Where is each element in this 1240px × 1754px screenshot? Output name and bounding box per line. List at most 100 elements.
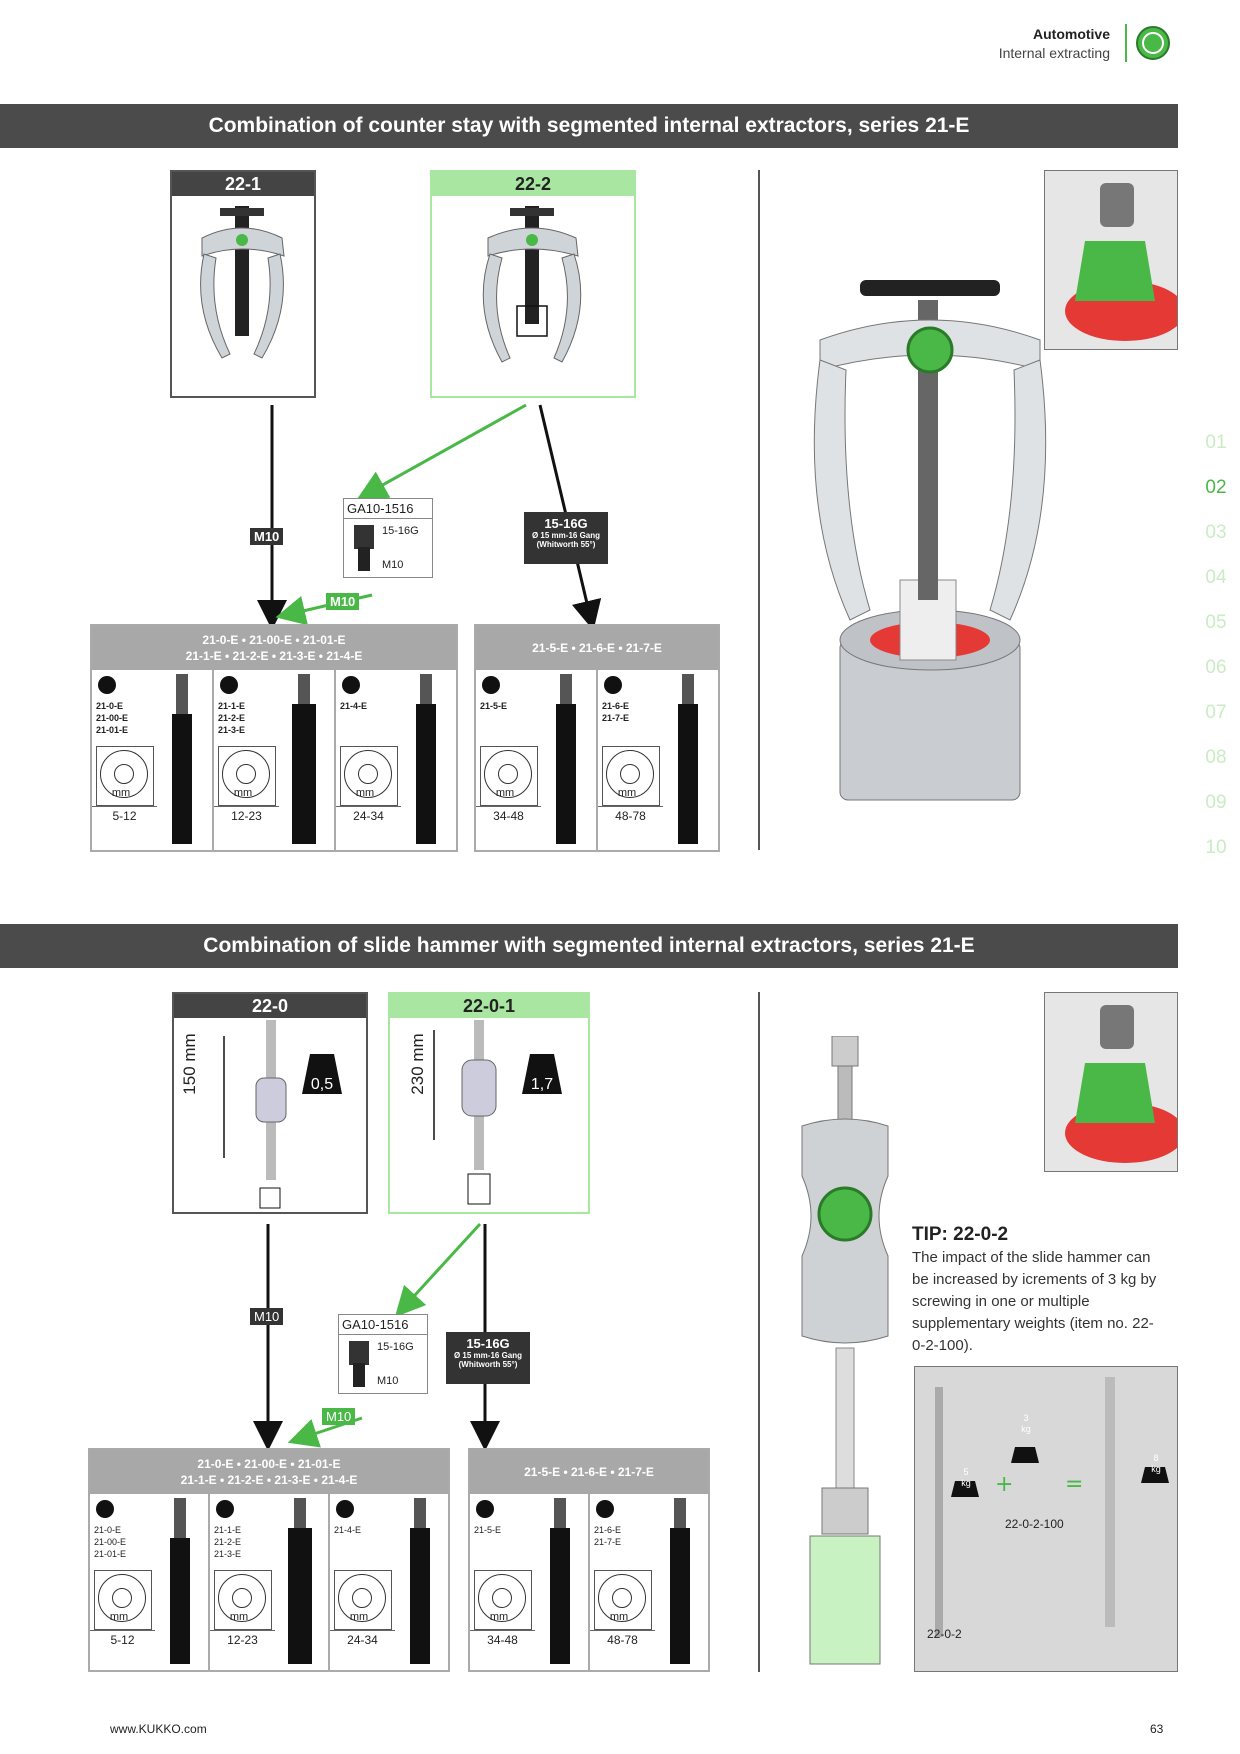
code: 21-1-E xyxy=(214,1525,242,1535)
code: 21-0-E xyxy=(96,701,124,711)
kukko-logo-icon xyxy=(1136,26,1170,60)
extractor-cell: 21-1-E 21-2-E 21-3-E mm 12-23 xyxy=(214,670,336,850)
unit: mm xyxy=(349,1611,369,1623)
weight-unit: kg xyxy=(313,1094,331,1111)
segment-4-icon xyxy=(476,1500,494,1518)
adapter-top-thread: 15-16G xyxy=(382,525,419,537)
header-subcategory: Internal extracting xyxy=(998,45,1110,61)
counter-stay-image xyxy=(200,206,285,359)
extractor-cell: 21-6-E 21-7-E mm 48-78 xyxy=(590,1494,708,1670)
bearing-icon xyxy=(218,1574,266,1622)
bearing-frame xyxy=(474,1570,532,1630)
range: 24-34 xyxy=(330,1630,395,1647)
product-22-0-1: 22-0-1 1,7 kg 230 mm xyxy=(388,992,590,1214)
weight-unit: kg xyxy=(533,1094,551,1111)
side-nav-item[interactable]: 04 xyxy=(1205,567,1227,588)
range: 5-12 xyxy=(90,1630,155,1647)
product-22-0: 22-0 0,5 kg 150 mm xyxy=(172,992,368,1214)
spec-code: 15-16G xyxy=(466,1336,510,1351)
counter-stay-image xyxy=(482,206,582,363)
product-label: 22-0 xyxy=(174,994,366,1018)
code: 21-00-E xyxy=(96,713,129,723)
code: 21-3-E xyxy=(214,1549,242,1559)
spec-line1: Ø 15 mm-16 Gang xyxy=(531,531,601,540)
range: 5-12 xyxy=(92,806,157,823)
spec-15-16g: 15-16G Ø 15 mm-16 Gang (Whitworth 55°) xyxy=(524,512,608,564)
thread-m10-green-tag: M10 xyxy=(322,1408,356,1425)
bearing-icon xyxy=(344,750,392,798)
side-nav-item[interactable]: 01 xyxy=(1205,432,1227,453)
segment-6-icon xyxy=(596,1500,614,1518)
bearing-frame xyxy=(480,746,538,806)
column-divider xyxy=(758,992,760,1672)
adapter-bottom-thread: M10 xyxy=(382,559,404,571)
segment-2-icon xyxy=(98,676,116,694)
side-nav-item[interactable]: 05 xyxy=(1205,612,1227,633)
side-nav-item[interactable]: 07 xyxy=(1205,702,1227,723)
slide-hammer-image xyxy=(433,1020,562,1205)
segment-4-icon xyxy=(342,676,360,694)
code: 21-7-E xyxy=(594,1537,622,1547)
side-nav-item[interactable]: 10 xyxy=(1205,837,1227,858)
extractor-cell: 21-0-E 21-00-E 21-01-E mm 5-12 xyxy=(92,670,214,850)
range: 34-48 xyxy=(470,1630,535,1647)
bearing-frame xyxy=(94,1570,152,1630)
column-divider xyxy=(758,170,760,850)
side-nav-item[interactable]: 03 xyxy=(1205,522,1227,543)
weight-8-value: 8 xyxy=(1153,1453,1159,1463)
code: 21-0-E xyxy=(94,1525,122,1535)
side-nav-item-active[interactable]: 02 xyxy=(1205,477,1227,498)
extractor-image xyxy=(292,674,316,844)
range: 12-23 xyxy=(210,1630,275,1647)
svg-text:=: = xyxy=(1065,1472,1083,1497)
code: 21-6-E xyxy=(602,701,630,711)
code: 21-5-E xyxy=(480,701,508,711)
segment-3-icon xyxy=(220,676,238,694)
group-head-line2: 21-1-E • 21-2-E • 21-3-E • 21-4-E xyxy=(185,649,363,663)
extractor-cell: 21-4-E mm 24-34 xyxy=(336,670,456,850)
footer-url[interactable]: www.KUKKO.com xyxy=(110,1722,207,1736)
weight-value: 0,5 xyxy=(310,1076,334,1093)
group-head-line1: 21-0-E • 21-00-E • 21-01-E xyxy=(197,1457,341,1471)
mascot-photo-1 xyxy=(1044,170,1178,350)
extractor-group-large: 21-5-E • 21-6-E • 21-7-E 21-5-E mm 34-48… xyxy=(468,1448,710,1672)
slide-hammer-illustration xyxy=(801,1036,889,1665)
extractor-image xyxy=(556,674,576,844)
weight-5-value: 5 xyxy=(963,1467,969,1477)
adapter-ga10-1516: GA10-1516 15-16G M10 xyxy=(338,1314,428,1394)
range: 12-23 xyxy=(214,806,279,823)
mascot-photo-2 xyxy=(1044,992,1178,1172)
extractor-cell: 21-5-E mm 34-48 xyxy=(476,670,598,850)
tip-text: The impact of the slide hammer can be in… xyxy=(912,1249,1157,1354)
segment-4-icon xyxy=(482,676,500,694)
bearing-frame xyxy=(218,746,276,806)
bearing-icon xyxy=(484,750,532,798)
bearing-frame xyxy=(214,1570,272,1630)
extractor-group-small: 21-0-E • 21-00-E • 21-01-E 21-1-E • 21-2… xyxy=(88,1448,450,1672)
group-head-line1: 21-0-E • 21-00-E • 21-01-E xyxy=(202,633,346,647)
bearing-icon xyxy=(338,1574,386,1622)
extractor-image xyxy=(410,1498,430,1664)
unit: mm xyxy=(495,787,515,799)
side-nav-item[interactable]: 06 xyxy=(1205,657,1227,678)
group-head-line2: 21-1-E • 21-2-E • 21-3-E • 21-4-E xyxy=(180,1473,358,1487)
product-label: 22-0-1 xyxy=(390,994,588,1018)
bearing-frame xyxy=(96,746,154,806)
extractor-image xyxy=(550,1498,570,1664)
page-number: 63 xyxy=(1150,1722,1164,1736)
thread-m10-green-tag: M10 xyxy=(326,593,360,610)
segment-3-icon xyxy=(216,1500,234,1518)
thread-m10-tag: M10 xyxy=(250,1308,284,1325)
range: 34-48 xyxy=(476,806,541,823)
side-nav-item[interactable]: 08 xyxy=(1205,747,1227,768)
code: 21-6-E xyxy=(594,1525,622,1535)
weights-image: + = xyxy=(935,1377,1169,1637)
adapter-code: GA10-1516 xyxy=(344,499,432,519)
side-nav-item[interactable]: 09 xyxy=(1205,792,1227,813)
product-label: 22-1 xyxy=(172,172,314,196)
bearing-icon xyxy=(606,750,654,798)
unit: mm xyxy=(489,1611,509,1623)
code: 21-3-E xyxy=(218,725,246,735)
section2-title: Combination of slide hammer with segment… xyxy=(0,924,1178,968)
